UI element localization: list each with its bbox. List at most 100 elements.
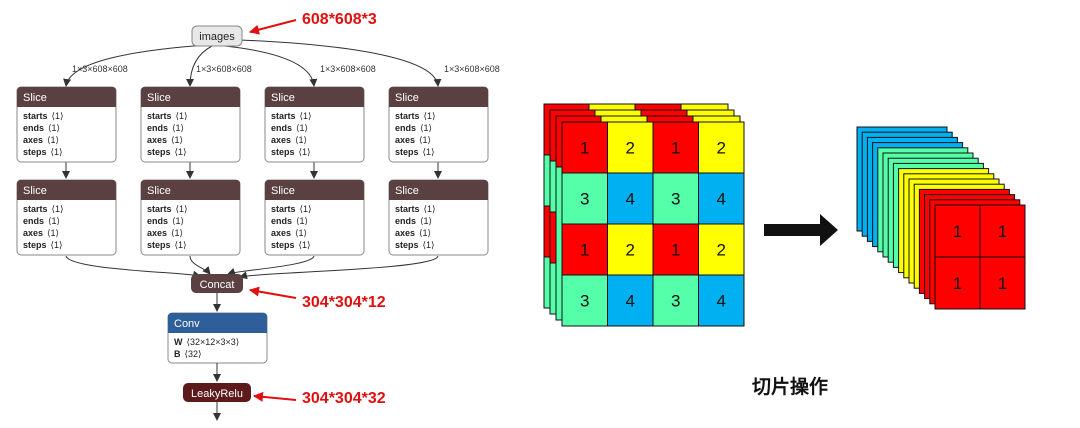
slice-attr-key: starts — [23, 204, 48, 214]
result-stack: 1 1 1 1 — [856, 126, 1026, 310]
conv-node[interactable]: Conv W ⟨32×12×3×3⟩ B⟨32⟩ — [167, 312, 268, 364]
leakyrelu-node-label: LeakyRelu — [191, 388, 243, 400]
grid-cell: 4 — [698, 274, 745, 327]
slice-attr-axes: axes⟨1⟩ — [23, 135, 59, 145]
slice-attr-key: axes — [23, 228, 43, 238]
slice-attr-key: steps — [395, 147, 419, 157]
slice-attr-value: ⟨1⟩ — [51, 147, 63, 157]
grid-cell: 2 — [698, 121, 745, 174]
slice-attr-key: steps — [23, 240, 47, 250]
slice-attr-key: starts — [395, 111, 420, 121]
slice-attr-key: steps — [23, 147, 47, 157]
slice-attr-value: ⟨1⟩ — [296, 123, 308, 133]
slice-node-title: Slice — [147, 185, 171, 197]
edge-slice-6-concat — [189, 255, 211, 275]
grid-cell: 4 — [698, 172, 745, 225]
slice-node-title: Slice — [23, 185, 47, 197]
grid-cell-label: 2 — [626, 241, 635, 260]
slice-attr-axes: axes⟨1⟩ — [147, 135, 183, 145]
result-cell-label: 1 — [998, 222, 1007, 241]
annotation-concat-shape: 304*304*12 — [302, 294, 386, 311]
edge-images-slice-2 — [186, 45, 213, 87]
result-cell: 1 — [979, 256, 1026, 310]
slice-attr-value: ⟨1⟩ — [52, 204, 64, 214]
slice-attr-starts: starts⟨1⟩ — [23, 111, 64, 121]
slice-attr-value: ⟨1⟩ — [296, 216, 308, 226]
edge-label-3: 1×3×608×608 — [320, 64, 376, 74]
slice-attr-key: steps — [271, 147, 295, 157]
grid-cell-label: 3 — [671, 190, 680, 209]
slice-attr-value: ⟨1⟩ — [52, 111, 64, 121]
slice-attr-steps: steps⟨1⟩ — [395, 240, 435, 250]
grid-cell-label: 3 — [580, 292, 589, 311]
slice-node-title: Slice — [395, 92, 419, 104]
annotation-arrow-output — [253, 391, 297, 402]
slice-attr-steps: steps⟨1⟩ — [147, 147, 187, 157]
slice-nodes: Slicestarts⟨1⟩ends⟨1⟩axes⟨1⟩steps⟨1⟩Slic… — [16, 86, 489, 256]
slice-attr-value: ⟨1⟩ — [300, 111, 312, 121]
edge-images-slice-3 — [224, 45, 318, 87]
result-cell-label: 1 — [953, 222, 962, 241]
slice-attr-ends: ends⟨1⟩ — [395, 123, 432, 133]
slice-attr-key: ends — [23, 216, 44, 226]
slice-attr-starts: starts⟨1⟩ — [147, 111, 188, 121]
slice-attr-value: ⟨1⟩ — [176, 204, 188, 214]
slice-attr-ends: ends⟨1⟩ — [395, 216, 432, 226]
slice-attr-axes: axes⟨1⟩ — [23, 228, 59, 238]
slice-node-title: Slice — [395, 185, 419, 197]
slice-attr-key: starts — [271, 204, 296, 214]
grid-cell-label: 4 — [626, 292, 635, 311]
slice-attr-starts: starts⟨1⟩ — [395, 204, 436, 214]
edge-label-4: 1×3×608×608 — [444, 64, 500, 74]
slice-attr-steps: steps⟨1⟩ — [147, 240, 187, 250]
slice-attr-key: ends — [147, 216, 168, 226]
slice-attr-key: ends — [271, 216, 292, 226]
grid-cell-label: 3 — [580, 190, 589, 209]
slice-attr-value: ⟨1⟩ — [419, 135, 431, 145]
result-front-layer: 1 1 1 1 — [934, 204, 1026, 310]
slice-node-5[interactable]: Slice starts ⟨1⟩ ends ⟨1⟩ axes⟨1⟩ steps ⟨1⟩ — [16, 179, 117, 256]
slice-attr-starts: starts⟨1⟩ — [271, 111, 312, 121]
concat-node[interactable]: Concat — [191, 274, 243, 293]
conv-attr-w-key: W — [174, 337, 183, 347]
conv-attr-b: B⟨32⟩ — [174, 349, 202, 359]
slice-attr-key: axes — [23, 135, 43, 145]
edge-images-slice-4 — [239, 39, 442, 87]
slice-attr-value: ⟨1⟩ — [423, 147, 435, 157]
conv-attr-b-val: ⟨32⟩ — [185, 349, 202, 359]
slice-node-title: Slice — [271, 92, 295, 104]
slice-attr-steps: steps ⟨1⟩ — [23, 240, 63, 250]
edge-images-slice-1 — [63, 44, 206, 87]
annotation-arrow-input — [249, 19, 297, 35]
grid-cell: 3 — [652, 274, 699, 327]
slice-attr-value: ⟨1⟩ — [424, 204, 436, 214]
result-cell-label: 1 — [953, 274, 962, 293]
slice-attr-key: starts — [147, 204, 172, 214]
annotation-input-shape: 608*608*3 — [302, 11, 377, 28]
shape-annotations: 608*608*3 304*304*12 304*304*32 — [249, 11, 386, 407]
conv-node-title: Conv — [174, 318, 200, 330]
slice-attr-value: ⟨1⟩ — [175, 147, 187, 157]
slice-attr-key: axes — [395, 135, 415, 145]
grid-cell: 2 — [698, 223, 745, 276]
result-cell-label: 1 — [998, 274, 1007, 293]
slice-attr-value: ⟨1⟩ — [51, 240, 63, 250]
slice-attr-value: ⟨1⟩ — [420, 216, 432, 226]
slice-attr-value: ⟨1⟩ — [295, 135, 307, 145]
slice-attr-value: ⟨1⟩ — [300, 204, 312, 214]
leakyrelu-node[interactable]: LeakyRelu — [183, 383, 251, 402]
grid-cell-label: 1 — [671, 139, 680, 158]
grid-cell: 1 — [652, 223, 699, 276]
conv-attr-w-val: ⟨32×12×3×3⟩ — [187, 337, 240, 347]
slice-attr-key: steps — [395, 240, 419, 250]
grid-cell-label: 2 — [717, 241, 726, 260]
images-node[interactable]: images — [191, 25, 243, 47]
